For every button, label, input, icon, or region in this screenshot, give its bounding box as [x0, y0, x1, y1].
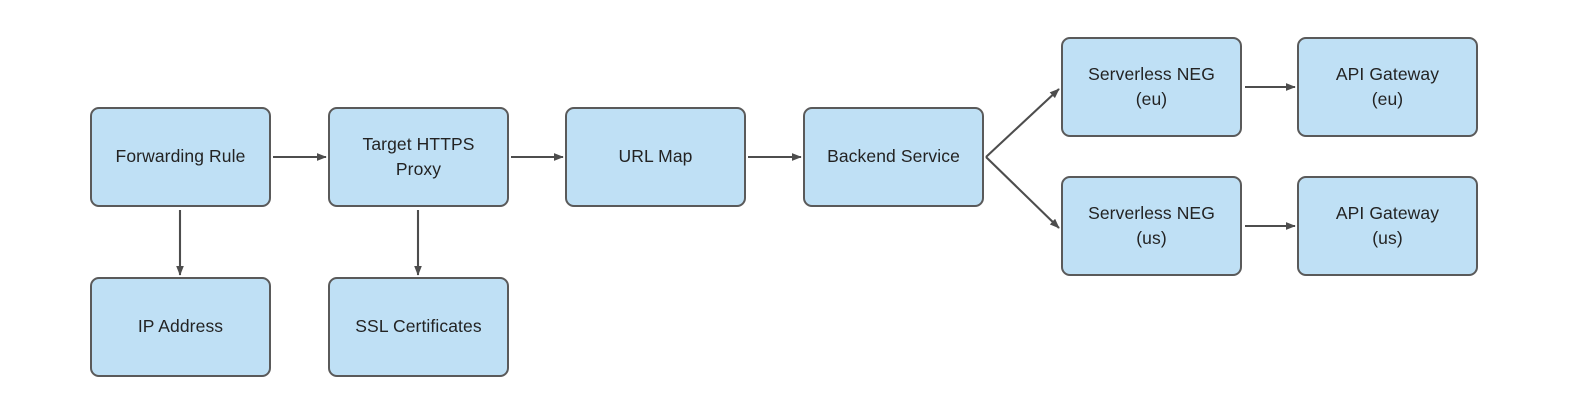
node-label-ssl-certificates: SSL Certificates: [355, 316, 482, 337]
node-url-map[interactable]: URL Map: [565, 107, 746, 207]
node-ssl-certificates[interactable]: SSL Certificates: [328, 277, 509, 377]
node-serverless-neg-us[interactable]: Serverless NEG (us): [1061, 176, 1242, 276]
node-label-url-map: URL Map: [618, 146, 693, 167]
node-serverless-neg-eu[interactable]: Serverless NEG (eu): [1061, 37, 1242, 137]
node-api-gateway-eu[interactable]: API Gateway (eu): [1297, 37, 1478, 137]
node-backend-service[interactable]: Backend Service: [803, 107, 984, 207]
node-label-serverless-neg-eu: Serverless NEG (eu): [1088, 63, 1215, 109]
node-label-serverless-neg-us: Serverless NEG (us): [1088, 202, 1215, 248]
node-label-api-gateway-eu: API Gateway (eu): [1335, 63, 1440, 109]
node-label-backend-service: Backend Service: [827, 146, 960, 167]
node-target-https-proxy[interactable]: Target HTTPS Proxy: [328, 107, 509, 207]
node-api-gateway-us[interactable]: API Gateway (us): [1297, 176, 1478, 276]
node-forwarding-rule[interactable]: Forwarding Rule: [90, 107, 271, 207]
node-ip-address[interactable]: IP Address: [90, 277, 271, 377]
edge-backend-service-to-serverless-neg-us: [985, 156, 1060, 229]
node-label-target-https-proxy: Target HTTPS Proxy: [362, 133, 475, 179]
node-label-api-gateway-us: API Gateway (us): [1335, 202, 1440, 248]
edge-backend-service-to-serverless-neg-eu: [985, 88, 1060, 158]
node-label-ip-address: IP Address: [137, 316, 224, 337]
node-label-forwarding-rule: Forwarding Rule: [115, 146, 246, 167]
